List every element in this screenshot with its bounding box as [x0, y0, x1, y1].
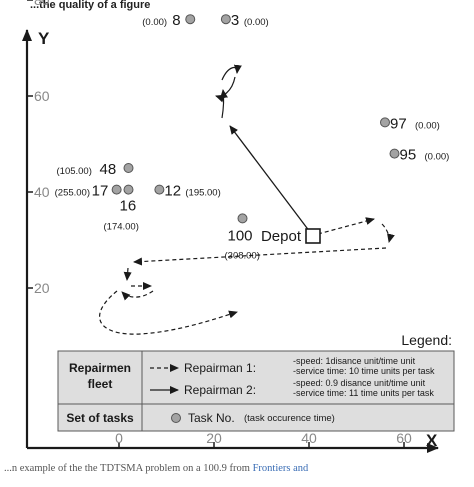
route-97-to-95 [381, 223, 395, 243]
task-3-marker [220, 14, 231, 25]
task-3-time: (0.00) [244, 17, 269, 28]
y-tick-label: 40 [34, 184, 50, 200]
task-16-marker [123, 184, 134, 195]
legend-title: Legend: [401, 332, 452, 348]
task-12-marker [154, 184, 165, 195]
task-48-number: 48 [100, 161, 117, 178]
task-17-time: (255.00) [55, 188, 90, 199]
task-8-number: 8 [172, 12, 180, 29]
y-tick-label: 60 [34, 88, 50, 104]
caption-text: ...n example of the the TDTSMA problem o… [4, 463, 250, 474]
task-48-time: (105.00) [57, 166, 92, 177]
task-node-17: 17(255.00) [55, 183, 122, 200]
x-tick-label: 20 [206, 430, 222, 446]
legend-repairman-2-service: -service time: 11 time units per task [293, 388, 434, 398]
legend: Legend: Repairmen fleet Repairman 1: -sp… [57, 332, 455, 432]
x-tick-label: 40 [301, 430, 317, 446]
task-nodes: 4(0.00)6(0.00)2(0.00)46(37.00)8(0.00)3(0… [55, 12, 450, 261]
figure-caption: ...n example of the the TDTSMA problem o… [4, 463, 470, 481]
x-tick-label: 60 [396, 430, 412, 446]
legend-repairman-2-label: Repairman 2: [184, 383, 256, 397]
route-48-to-16 [123, 267, 132, 281]
legend-repairman-1-label: Repairman 1: [184, 361, 256, 375]
task-97-number: 97 [390, 115, 407, 132]
y-tick-label: 20 [34, 280, 50, 296]
task-95-time: (0.00) [425, 152, 450, 163]
depot-label: Depot [261, 228, 302, 245]
y-tick-label: 80 [34, 0, 50, 8]
legend-tasks-label: Set of tasks [66, 411, 134, 425]
task-node-100: 100 (308.00) [225, 213, 260, 261]
task-node-8: 8 (0.00) [142, 12, 196, 29]
task-8-marker [185, 14, 196, 25]
route-17-to-100 [99, 290, 238, 335]
legend-task-marker [171, 413, 181, 423]
legend-fleet-label-line1: Repairmen [69, 361, 131, 375]
task-100-number: 100 [228, 227, 253, 244]
task-95-number: 95 [400, 147, 417, 164]
task-12-time: (195.00) [185, 188, 220, 199]
axes: Y X [22, 29, 439, 453]
x-tick-label: 0 [115, 430, 123, 446]
task-node-12: 12 (195.00) [154, 183, 221, 200]
legend-repairman-1-service: -service time: 10 time units per task [293, 366, 435, 376]
task-node-16: 16 (174.00) [104, 184, 139, 233]
route-46-to-2 [221, 64, 242, 81]
task-95-marker [389, 148, 400, 159]
depot-marker [305, 228, 321, 244]
x-axis-label: X [426, 431, 438, 450]
task-node-3: 3 (0.00) [220, 12, 269, 29]
legend-task-entry-detail: (task occurence time) [244, 413, 335, 424]
heading: ...the quality of a figure [30, 0, 150, 11]
depot: Depot [261, 228, 321, 245]
task-48-marker [123, 163, 134, 173]
legend-repairman-1-speed: -speed: 1disance unit/time unit [293, 356, 416, 366]
legend-task-entry: Task No. [188, 411, 235, 425]
route-depot-to-3 [229, 125, 314, 237]
task-97-marker [380, 117, 390, 128]
task-17-number: 17 [92, 183, 109, 200]
task-17-marker [111, 184, 122, 195]
route-3-to-46 [220, 89, 228, 119]
task-16-number: 16 [120, 198, 137, 215]
task-node-48: 48 (105.00) [57, 161, 134, 178]
task-8-time: (0.00) [142, 17, 167, 28]
route-2-to-6 [215, 76, 236, 103]
y-axis-label: Y [38, 29, 50, 48]
axis-ticks: 20 40 60 80 0 20 40 60 [27, 0, 412, 448]
route-depot-to-97 [317, 217, 375, 235]
legend-repairman-2-speed: -speed: 0.9 disance unit/time unit [293, 378, 426, 388]
task-97-time: (0.00) [415, 120, 440, 131]
task-16-time: (174.00) [104, 222, 139, 233]
task-100-time: (308.00) [225, 250, 260, 261]
task-100-marker [237, 213, 248, 224]
legend-fleet-label-line2: fleet [88, 377, 113, 391]
legend-panel [57, 350, 455, 432]
task-12-number: 12 [164, 183, 181, 200]
caption-link[interactable]: Frontiers and [252, 463, 309, 474]
task-node-95: 95 (0.00) [389, 147, 450, 164]
route-12-to-17 [121, 290, 154, 301]
route-95-to-48 [133, 247, 387, 266]
task-node-97: 97 (0.00) [380, 115, 440, 132]
task-3-number: 3 [231, 12, 239, 29]
routes [99, 64, 395, 335]
